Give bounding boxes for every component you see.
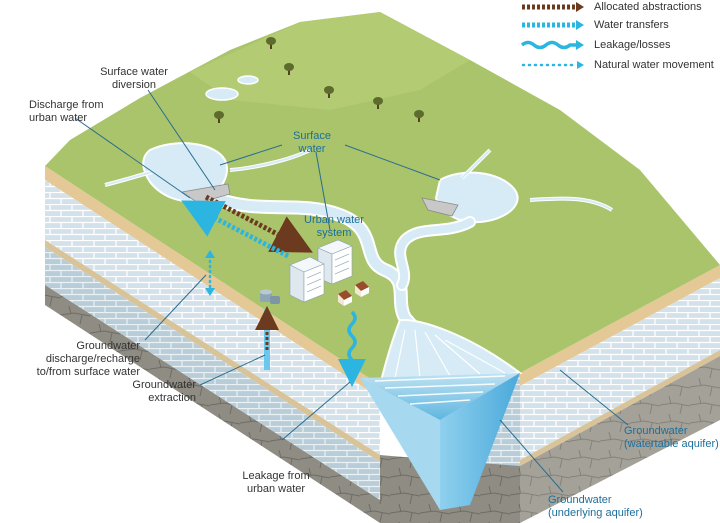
- legend-item-water-transfers: Water transfers: [520, 18, 720, 32]
- hill-highlight: [190, 12, 470, 110]
- groundwater-extraction-well: [255, 306, 279, 370]
- leakage-losses-symbol-icon: [520, 40, 584, 50]
- label-groundwater-discharge-recharge: Groundwater discharge/recharge to/from s…: [36, 340, 140, 378]
- legend: Allocated abstractions Water transfers L…: [520, 0, 720, 80]
- water-tank-icon: [260, 289, 280, 304]
- callout-lines: [74, 89, 629, 493]
- house-icon: [338, 281, 369, 306]
- river-network: [104, 75, 614, 387]
- land-surface: [45, 12, 720, 385]
- water-transfers-symbol-icon: [522, 20, 584, 30]
- water-reservoir: [360, 373, 520, 510]
- leakage-arrow: [338, 310, 366, 387]
- label-groundwater-extraction: Groundwater extraction: [132, 379, 196, 404]
- legend-item-allocated-abstractions: Allocated abstractions: [520, 0, 720, 14]
- water-transfer-arrow: [181, 200, 290, 259]
- label-leakage-from-urban-water: Leakage from urban water: [242, 470, 310, 495]
- label-urban-water-system: Urban water system: [304, 214, 364, 239]
- allocated-abstractions-symbol-icon: [522, 2, 584, 12]
- label-discharge-from-urban-water: Discharge from urban water: [29, 99, 104, 124]
- allocated-abstraction-arrow: [204, 194, 313, 253]
- legend-item-natural-water-movement: Natural water movement: [520, 58, 720, 72]
- left-cross-section: [45, 166, 380, 523]
- label-surface-water-diversion: Surface water diversion: [100, 66, 168, 91]
- label-groundwater-underlying: Groundwater (underlying aquifer): [548, 494, 643, 519]
- natural-water-movement-symbol-icon: [521, 61, 584, 69]
- label-groundwater-watertable: Groundwater (watertable aquifer): [624, 425, 719, 450]
- legend-item-leakage-losses: Leakage/losses: [520, 38, 720, 52]
- building-icon: [289, 239, 353, 303]
- natural-water-movement-arrow: [205, 250, 215, 296]
- label-surface-water: Surface water: [293, 130, 331, 155]
- tree-icon: [214, 37, 424, 123]
